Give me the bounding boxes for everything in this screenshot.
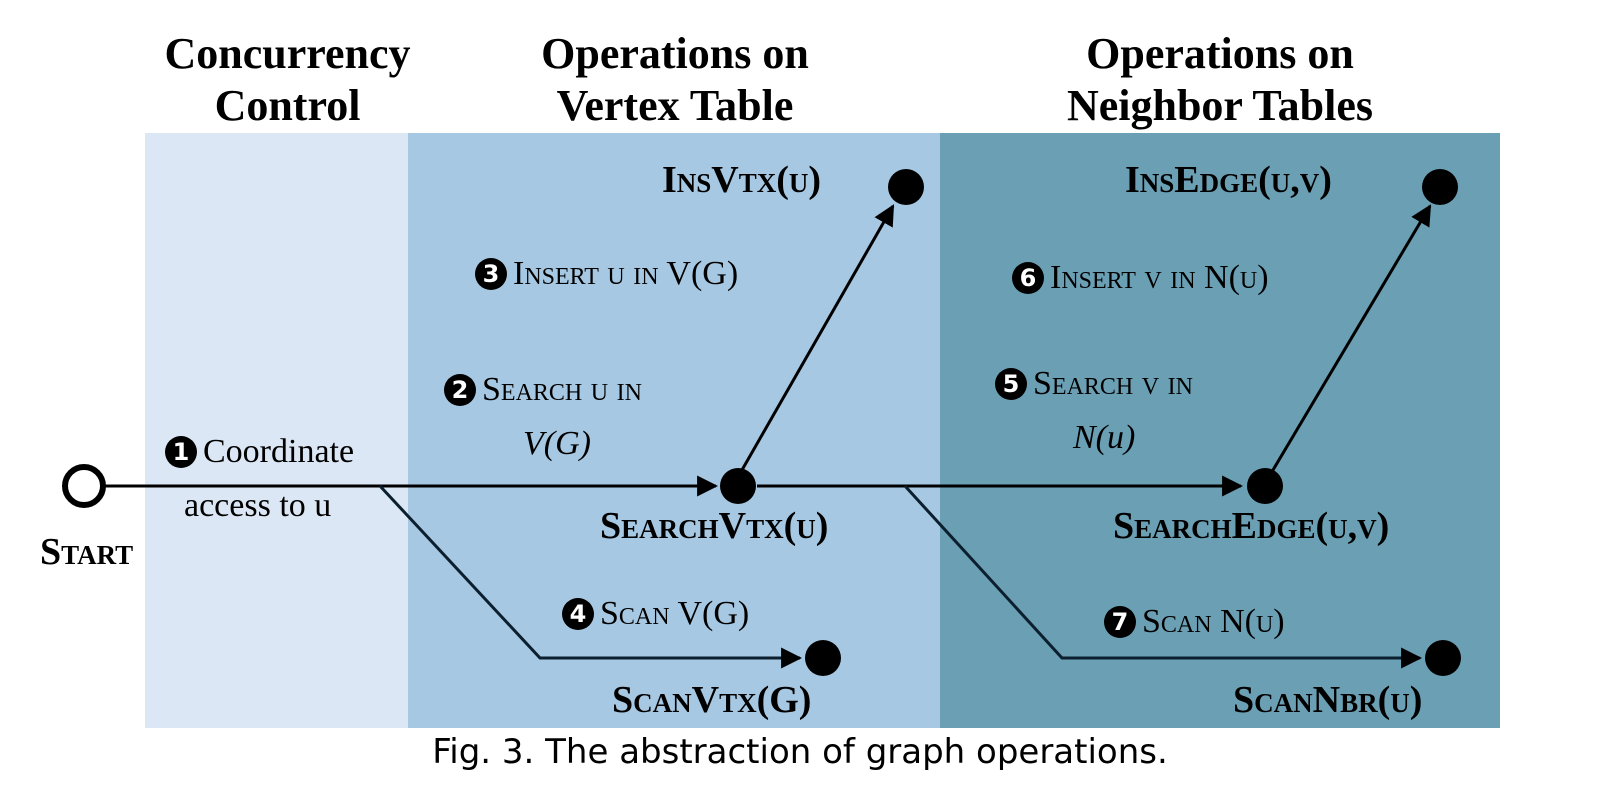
scannbr-label: ScanNbr(u) [1233,679,1423,721]
step-4-badge: 4 [562,598,594,630]
step-7-badge: 7 [1104,606,1136,638]
concurrency-control-band [145,133,408,728]
step-5-label-line2: N(u) [1073,419,1136,456]
start-node [62,464,106,508]
concurrency-control-title: Concurrency Control [164,29,411,130]
vertex-table-title: Operations on Vertex Table [541,29,809,130]
edge-searchvtx-to-insvtx [740,204,895,471]
insedge-node [1422,169,1458,205]
scanvtx-label: ScanVtx(G) [612,679,812,721]
step-1-label-line2: access to u [184,487,332,524]
neighbor-tables-title: Operations on Neighbor Tables [1066,29,1374,130]
edge-to-scannbr [903,484,1423,669]
searchvtx-label: SearchVtx(u) [600,505,829,547]
step-2-label-line2: V(G) [523,425,591,462]
step-5-badge: 5 [995,368,1027,400]
searchedge-label: SearchEdge(u,v) [1113,505,1390,547]
step-6-badge: 6 [1012,262,1044,294]
insedge-label: InsEdge(u,v) [1125,159,1332,201]
edge-searchedge-to-insedge [1271,204,1432,471]
neighbor-tables-band [940,133,1500,728]
step-1-badge: 1 [165,436,197,468]
vertex-table-band [408,133,940,728]
step-2-badge: 2 [444,374,476,406]
start-label: Start [40,531,134,573]
scannbr-node [1425,640,1461,676]
searchvtx-node [720,468,756,504]
step-3-badge: 3 [475,258,507,290]
insvtx-label: InsVtx(u) [662,159,822,201]
figure-caption: Fig. 3. The abstraction of graph operati… [432,732,1168,772]
searchedge-node [1247,468,1283,504]
scanvtx-node [805,640,841,676]
insvtx-node [888,169,924,205]
edge-start-to-scanvtx [378,484,803,669]
